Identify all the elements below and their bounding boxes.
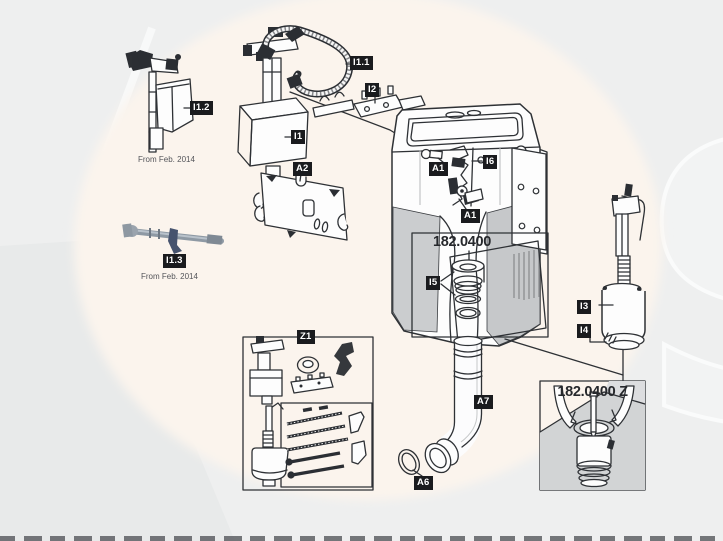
part-a7-flush-pipe xyxy=(397,335,483,477)
callout-a1-lower[interactable]: A1 xyxy=(461,209,480,223)
callout-i3[interactable]: I3 xyxy=(577,300,592,314)
callout-a6[interactable]: A6 xyxy=(414,476,433,490)
callout-i1-2[interactable]: I1.2 xyxy=(190,101,213,115)
callout-i2[interactable]: I2 xyxy=(365,83,380,97)
callout-i1-1[interactable]: I1.1 xyxy=(350,56,373,70)
part-i1-fill-valve xyxy=(237,27,309,184)
bottom-watermark-strip xyxy=(0,536,723,541)
callout-i4[interactable]: I4 xyxy=(577,324,592,338)
part-i1-3-rod xyxy=(122,223,224,254)
part-i3-i4-flush-valve xyxy=(589,183,646,351)
inset-182-0400-z xyxy=(539,380,646,491)
part-i5-valve-seat-seals xyxy=(440,259,485,320)
inset-code-182-0400-z: 182.0400 Z xyxy=(557,384,628,400)
leader-lines-z-inset xyxy=(504,338,624,381)
a6-seal-ring xyxy=(397,449,421,475)
part-a2-plate xyxy=(253,172,349,241)
callout-i1-3[interactable]: I1.3 xyxy=(163,254,186,268)
callout-i6[interactable]: I6 xyxy=(483,155,498,169)
a1-fixing-parts xyxy=(420,148,484,204)
callout-z1[interactable]: Z1 xyxy=(297,330,315,344)
part-i2-bracket xyxy=(312,85,426,118)
note-from-feb-2014-lower: From Feb. 2014 xyxy=(141,272,198,281)
callout-a2[interactable]: A2 xyxy=(293,162,312,176)
note-from-feb-2014-upper: From Feb. 2014 xyxy=(138,155,195,164)
part-z1-service-kit xyxy=(242,336,374,491)
watermark-letter-s: S xyxy=(634,63,723,511)
callout-a1-upper[interactable]: A1 xyxy=(429,162,448,176)
callout-i5[interactable]: I5 xyxy=(426,276,441,290)
part-i1-2-fill-valve xyxy=(125,50,194,153)
inset-code-182-0400: 182.0400 xyxy=(432,234,492,250)
callout-a7[interactable]: A7 xyxy=(474,395,493,409)
watermark-letter-fragment xyxy=(0,240,235,541)
callout-i1[interactable]: I1 xyxy=(291,130,306,144)
part-i1-1-hose xyxy=(257,25,354,98)
